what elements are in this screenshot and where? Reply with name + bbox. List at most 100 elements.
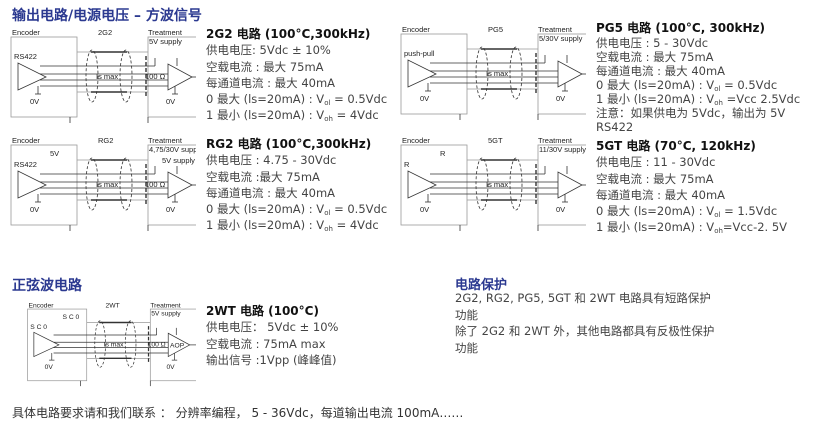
level-sub: oh	[714, 99, 723, 107]
spec-line: 空载电流 : 75mA max	[206, 336, 326, 351]
circuit-name-label: 2G2	[98, 28, 112, 37]
spec-line: 供电电压 : 5 - 30Vdc	[596, 36, 709, 50]
logic-level-l1: 1 最小 (ls=20mA) : Voh = 4Vdc	[206, 217, 387, 233]
level-sub: oh	[324, 115, 333, 124]
logic-level-l0: 0 最大 (ls=20mA) : Vol = 0.5Vdc	[206, 91, 387, 107]
level-value: = 1.5Vdc	[720, 204, 778, 219]
spec-line: 空载电流 : 最大 75mA	[596, 171, 714, 186]
zero-volt-label: 0V	[420, 94, 429, 103]
zero-volt-label-receiver: 0V	[166, 364, 175, 371]
supply-label: 11/30V supply	[539, 145, 586, 154]
logic-level-l1: 1 最小 (ls=20mA) : Voh = 4Vdc	[206, 107, 387, 123]
signal-label: R	[404, 160, 410, 169]
level-value: = 0.5Vdc	[330, 202, 388, 217]
heading-square-wave: 输出电路/电源电压 – 方波信号	[12, 8, 202, 24]
level-sub: ol	[714, 85, 721, 93]
circuit-title: PG5 电路 (100°C, 300kHz)	[596, 21, 765, 35]
resistor-label: 100 Ω	[145, 180, 166, 189]
supply-label: 5V supply	[149, 37, 182, 46]
protection-line: 2G2, RG2, PG5, 5GT 和 2WT 电路具有短路保护	[455, 291, 711, 305]
supply-label: 5V supply	[151, 310, 181, 317]
cable-label: Is max	[96, 180, 118, 189]
level-sub: ol	[324, 209, 331, 218]
logic-level-l0: 0 最大 (ls=20mA) : Vol = 0.5Vdc	[596, 78, 824, 93]
circuit-name-label: 5GT	[488, 136, 503, 145]
level-label: 0 最大 (ls=20mA) : V	[596, 78, 715, 92]
heading-protection: 电路保护	[455, 278, 508, 293]
supply2-label: 5V supply	[162, 156, 195, 165]
spec-line: 空载电流 : 最大 75mA	[206, 59, 324, 74]
level-sub: ol	[714, 211, 721, 220]
amplifier-label: AOP	[170, 343, 185, 350]
encoder-label: Encoder	[28, 302, 54, 309]
circuit-title: 2G2 电路 (100°C,300kHz)	[206, 27, 371, 41]
cable-label: Is max	[96, 72, 118, 81]
encoder-label: Encoder	[12, 28, 40, 37]
spec-line: 每通道电流 : 最大 40mA	[206, 185, 336, 200]
spec-line: 供电电压： 5Vdc ± 10%	[206, 320, 339, 335]
spec-line: 输出信号 :1Vpp (峰峰值)	[206, 352, 337, 367]
spec-line: 供电电压 : 4.75 - 30Vdc	[206, 153, 337, 168]
footer-note: 具体电路要求请和我们联系 ： 分辨率编程， 5 - 36Vdc，每道输出电流 1…	[12, 406, 464, 420]
level-label: 0 最大 (ls=20mA) : V	[206, 202, 325, 217]
signal-label: RS422	[14, 52, 37, 61]
level-value: = 4Vdc	[332, 218, 379, 233]
level-value: =Vcc 2.5Vdc	[722, 92, 801, 106]
logic-level-l1: 1 最小 (ls=20mA) : Voh =Vcc 2.5Vdc	[596, 92, 824, 107]
cable-label: Is max	[486, 69, 508, 78]
zero-volt-label-receiver: 0V	[166, 97, 175, 106]
driver-label: R	[440, 149, 446, 158]
zero-volt-label-receiver: 0V	[556, 94, 565, 103]
supply-label: 4,75/30V supply	[149, 145, 196, 154]
spec-2G2: 2G2 电路 (100°C,300kHz)供电电压: 5Vdc ± 10%空载电…	[206, 26, 387, 124]
spec-line: 供电电压 : 11 - 30Vdc	[596, 155, 716, 170]
circuit-name-label: RG2	[98, 136, 113, 145]
encoder-label: Encoder	[402, 136, 430, 145]
level-sub: oh	[324, 225, 333, 234]
spec-RG2: RG2 电路 (100°C,300kHz) 供电电压 : 4.75 - 30Vdc…	[206, 136, 387, 234]
treatment-label: Treatment	[150, 302, 180, 309]
treatment-label: Treatment	[538, 25, 573, 34]
circuit-name-label: 2WT	[106, 302, 120, 309]
level-value: =Vcc-2. 5V	[722, 220, 788, 235]
zero-volt-label: 0V	[420, 205, 429, 214]
level-sub: ol	[324, 99, 331, 108]
signal-label: RS422	[14, 160, 37, 169]
cable-label: Is max	[104, 342, 124, 349]
zero-volt-label: 0V	[45, 364, 54, 371]
circuit-name-label: PG5	[488, 25, 503, 34]
level-label: 1 最小 (ls=20mA) : V	[596, 220, 715, 235]
zero-volt-label-receiver: 0V	[556, 205, 565, 214]
resistor-label: 100 Ω	[145, 72, 166, 81]
logic-level-l1: 1 最小 (ls=20mA) : Voh=Vcc-2. 5V	[596, 219, 787, 235]
treatment-label: Treatment	[148, 136, 183, 145]
spec-line: 空载电流 :最大 75mA	[206, 169, 320, 184]
zero-volt-label-receiver: 0V	[166, 205, 175, 214]
level-label: 1 最小 (ls=20mA) : V	[206, 218, 325, 233]
circuit-title: 2WT 电路 (100°C)	[206, 304, 319, 318]
circuit-title: RG2 电路 (100°C,300kHz)	[206, 137, 372, 151]
protection-line: 功能	[455, 307, 478, 322]
level-label: 1 最小 (ls=20mA) : V	[596, 92, 715, 106]
treatment-label: Treatment	[538, 136, 573, 145]
heading-sine-wave: 正弦波电路	[12, 278, 82, 294]
circuit-title: 5GT 电路 (70°C, 120kHz)	[596, 139, 756, 153]
protection-line: 功能	[455, 340, 478, 355]
signal-label: push-pull	[404, 49, 435, 58]
spec-note: 注意：如果供电为 5Vdc，输出为 5V RS422	[596, 106, 786, 134]
encoder-label: Encoder	[12, 136, 40, 145]
level-label: 0 最大 (ls=20mA) : V	[596, 204, 715, 219]
level-value: = 4Vdc	[332, 108, 379, 123]
logic-level-l0: 0 最大 (ls=20mA) : Vol = 0.5Vdc	[206, 201, 387, 217]
spec-line: 空载电流 : 最大 75mA	[596, 50, 714, 64]
resistor-label: 100 Ω	[148, 342, 166, 349]
encoder-label: Encoder	[402, 25, 430, 34]
protection-text: 2G2, RG2, PG5, 5GT 和 2WT 电路具有短路保护 功能 除了 …	[455, 290, 714, 356]
level-label: 1 最小 (ls=20mA) : V	[206, 108, 325, 123]
